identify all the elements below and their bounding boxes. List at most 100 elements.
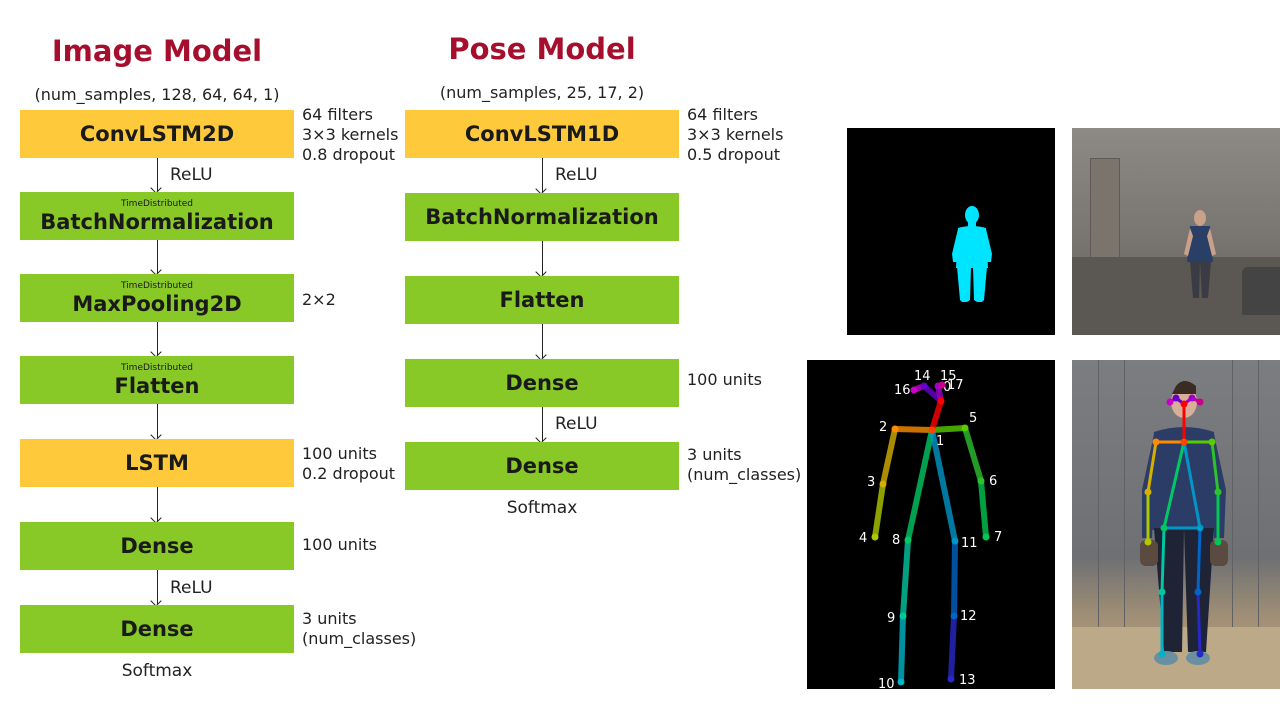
pose-joint-2	[1152, 438, 1160, 446]
layer-name: LSTM	[125, 450, 189, 475]
pose-joint-14	[1172, 394, 1180, 402]
skeleton-bone	[900, 537, 911, 619]
keypoint-13	[947, 675, 955, 683]
keypoint-label-12: 12	[960, 609, 977, 624]
skeleton-bone	[898, 613, 906, 685]
image-model-input-shape: (num_samples, 128, 64, 64, 1)	[34, 85, 280, 104]
note-line: 3×3 kernels	[687, 125, 784, 144]
layer-name: Flatten	[499, 287, 585, 312]
keypoint-11	[951, 537, 959, 545]
pose-joint-13	[1196, 650, 1204, 658]
image-layer-lstm: LSTM	[20, 439, 294, 487]
keypoint-7	[982, 533, 990, 541]
keypoint-5	[961, 424, 969, 432]
note-line: 2×2	[302, 290, 336, 309]
note-line: 3 units	[687, 445, 742, 464]
skeleton-bone	[929, 425, 968, 433]
keypoint-17	[938, 381, 946, 389]
note-line: 100 units	[302, 444, 377, 463]
note-line: 100 units	[687, 370, 762, 389]
note-line: 0.2 dropout	[302, 464, 396, 483]
layer-wrapper: TimeDistributed	[120, 198, 194, 209]
closet-panel	[1124, 360, 1125, 630]
silhouette-figure	[952, 206, 992, 302]
keypoint-label-7: 7	[994, 530, 1002, 545]
pose-bone	[1210, 440, 1220, 494]
note-line: (num_classes)	[687, 465, 802, 484]
layer-name: Dense	[505, 453, 579, 478]
activation-label: ReLU	[170, 578, 213, 598]
keypoint-12	[950, 612, 958, 620]
pose-joint-6	[1214, 488, 1222, 496]
skeleton-bone	[892, 426, 935, 433]
pose-joint-10	[1158, 650, 1166, 658]
keypoint-label-13: 13	[959, 673, 976, 688]
shoe-right	[1186, 651, 1210, 665]
pose-joint-3	[1144, 488, 1152, 496]
pose-joint-16	[1166, 398, 1174, 406]
keypoint-label-15: 15	[940, 369, 957, 384]
pose-joint-7	[1214, 538, 1222, 546]
keypoint-label-1: 1	[936, 434, 944, 449]
keypoint-8	[904, 536, 912, 544]
keypoint-label-10: 10	[878, 677, 895, 689]
room-photo	[1072, 128, 1280, 335]
keypoint-label-16: 16	[894, 383, 911, 398]
keypoint-label-14: 14	[914, 369, 931, 384]
image-layer-maxpooling2d: TimeDistributed MaxPooling2D	[20, 274, 294, 322]
keypoint-16	[910, 386, 918, 394]
arrow	[157, 404, 158, 438]
person-shirt	[1150, 427, 1218, 530]
arrow	[157, 158, 158, 191]
pose-layer-dense-100-note: 100 units	[687, 370, 762, 390]
note-line: 0.8 dropout	[302, 145, 396, 164]
pose-bone	[1146, 440, 1158, 494]
pose-joint-11	[1196, 524, 1204, 532]
person-with-pose	[1140, 381, 1228, 665]
pose-bone	[1182, 440, 1202, 530]
keypoint-label-3: 3	[867, 475, 875, 490]
pose-joint-12	[1194, 588, 1202, 596]
layer-name: ConvLSTM1D	[464, 121, 620, 146]
dumbbell-left	[1140, 540, 1158, 566]
skeleton-bone	[905, 427, 935, 543]
keypoint-10	[897, 678, 905, 686]
pose-joint-0	[1180, 400, 1188, 408]
note-line: 64 filters	[687, 105, 758, 124]
image-layer-maxpooling2d-note: 2×2	[302, 290, 336, 310]
image-layer-batchnorm: TimeDistributed BatchNormalization	[20, 192, 294, 240]
skeleton-bone	[962, 425, 984, 484]
dumbbell-right	[1210, 540, 1228, 566]
pose-layer-dense-output-note: 3 units (num_classes)	[687, 445, 801, 485]
silhouette-image	[847, 128, 1055, 335]
pose-output-activation: Softmax	[506, 498, 578, 518]
pose-layer-flatten: Flatten	[405, 276, 679, 324]
keypoint-0	[937, 397, 945, 405]
note-line: 0.5 dropout	[687, 145, 781, 164]
person-left-leg	[1154, 528, 1184, 652]
pose-joint-15	[1188, 394, 1196, 402]
skeleton-bone	[929, 427, 958, 544]
keypoint-label-17: 17	[947, 378, 964, 393]
arrow	[542, 324, 543, 358]
pose-layer-convlstm1d: ConvLSTM1D	[405, 110, 679, 158]
keypoint-label-2: 2	[879, 420, 887, 435]
note-line: 3 units	[302, 609, 357, 628]
keypoint-label-5: 5	[969, 411, 977, 426]
note-line: 64 filters	[302, 105, 373, 124]
skeleton-bone	[948, 613, 957, 682]
image-layer-lstm-note: 100 units 0.2 dropout	[302, 444, 395, 484]
pose-layer-dense-output: Dense	[405, 442, 679, 490]
skeleton-bone	[951, 538, 958, 619]
layer-name: Dense	[505, 370, 579, 395]
closet-panel	[1258, 360, 1259, 630]
pose-layer-convlstm1d-note: 64 filters 3×3 kernels 0.5 dropout	[687, 105, 783, 165]
image-layer-dense-output: Dense	[20, 605, 294, 653]
skeleton-bone	[872, 481, 886, 540]
keypoint-2	[891, 425, 899, 433]
arrow	[157, 322, 158, 355]
closet-panel	[1232, 360, 1233, 630]
keypoint-6	[977, 477, 985, 485]
